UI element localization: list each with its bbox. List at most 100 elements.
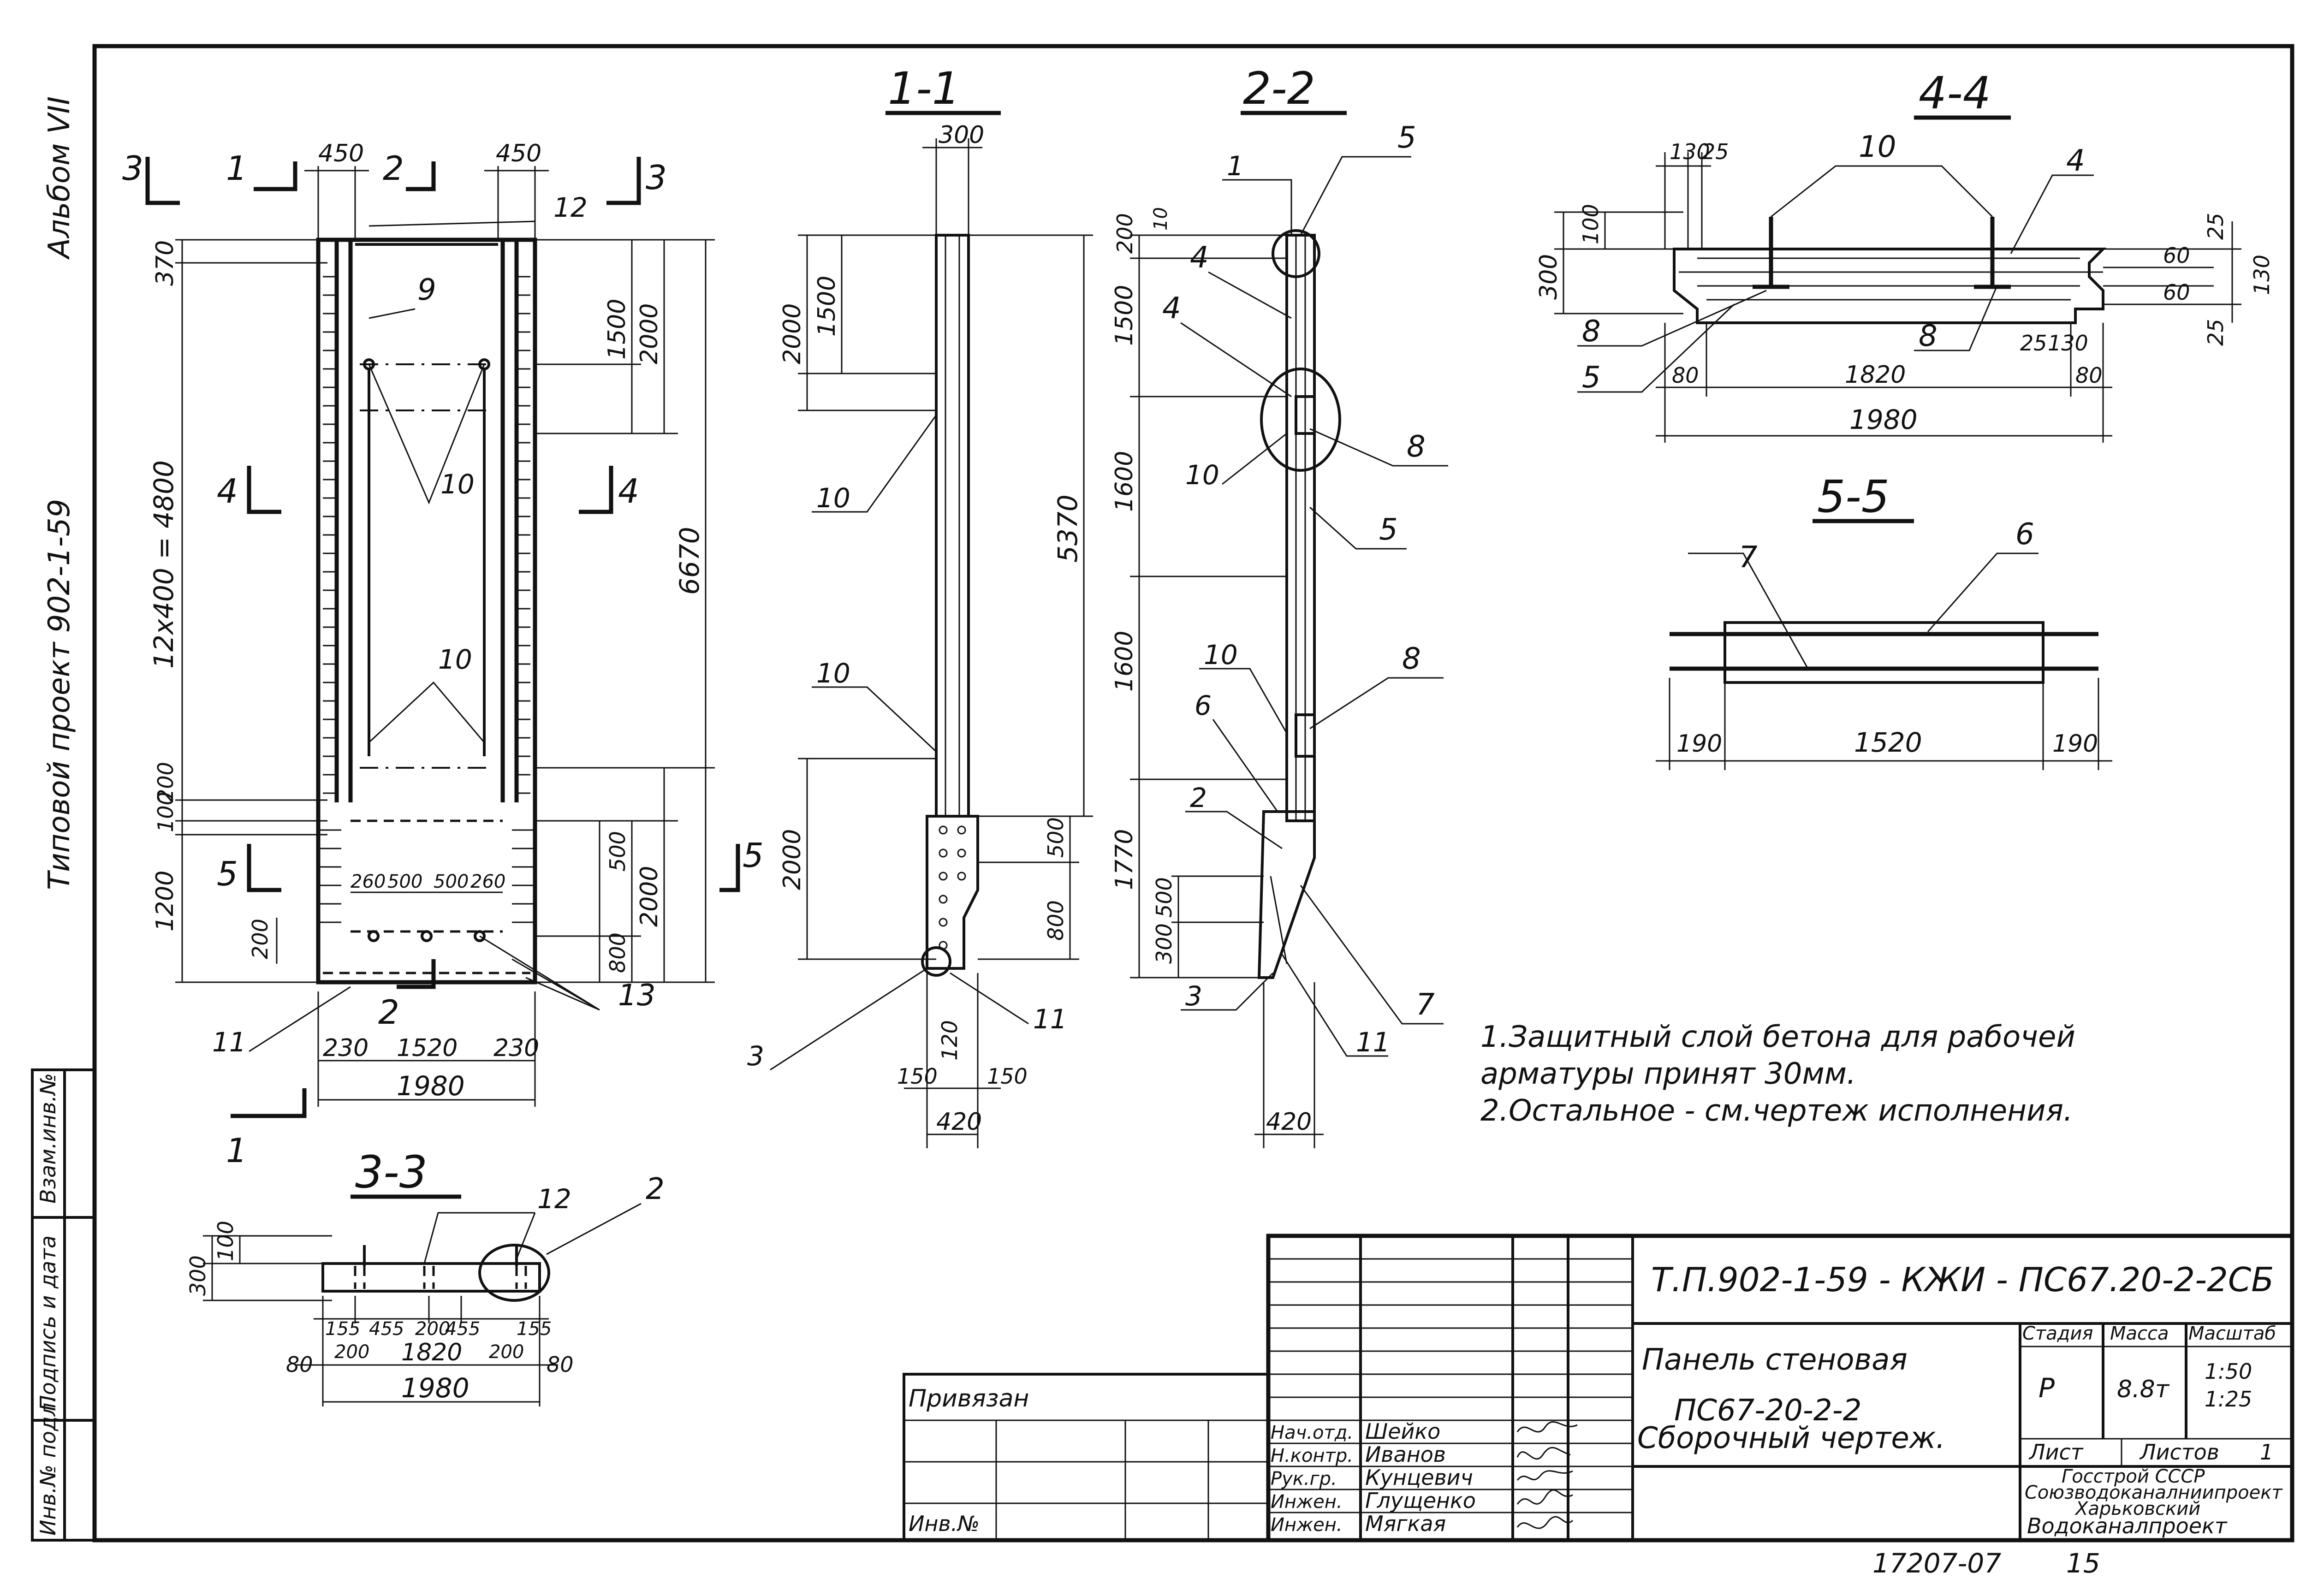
s44-dim-25-bottom: 25 bbox=[2020, 331, 2047, 356]
section-2-2: 2-2 200 10 1500 1600 1600 1770 500 300 4… bbox=[1111, 63, 1448, 1148]
s11-dim-420: 420 bbox=[936, 1108, 982, 1136]
s33-dim-1980: 1980 bbox=[401, 1372, 470, 1404]
name-2: Иванов bbox=[1365, 1442, 1446, 1467]
s33-dim-80-right: 80 bbox=[547, 1352, 574, 1377]
section-4-4: 4-4 130 25 100 300 25 60 60 130 25 bbox=[1535, 67, 2274, 443]
s44-leader-5: 5 bbox=[1582, 361, 1601, 395]
s22-dim-200: 200 bbox=[1112, 213, 1137, 254]
s22-dim-1600-b: 1600 bbox=[1111, 631, 1138, 692]
s22-leader-10-b: 10 bbox=[1204, 639, 1238, 670]
section-5-5: 5-5 190 1520 190 7 6 bbox=[1656, 471, 2112, 770]
section-3-3: 3-3 100 300 155 455 200 455 155 200 200 … bbox=[185, 1146, 665, 1406]
s33-dim-300: 300 bbox=[185, 1255, 210, 1296]
role-5: Инжен. bbox=[1271, 1514, 1343, 1536]
sheet-label: Лист bbox=[2028, 1440, 2084, 1465]
title-block: Привязан Инв.№ Нач.отд. Н.контр. Рук.гр.… bbox=[903, 1234, 2294, 1543]
s11-cut-mark-5: 5 bbox=[743, 836, 764, 875]
signature-4 bbox=[1516, 1489, 1573, 1505]
s44-dim-130-bottom: 130 bbox=[2048, 331, 2088, 356]
plan-dim-500-b: 500 bbox=[434, 871, 469, 892]
plan-dim-370: 370 bbox=[151, 240, 179, 286]
cut-mark-5-left: 5 bbox=[217, 854, 238, 893]
scale-header: Масштаб bbox=[2188, 1323, 2276, 1344]
s44-dim-25-top: 25 bbox=[1702, 139, 1729, 164]
plan-dim-1200: 1200 bbox=[151, 871, 179, 931]
s11-leader-11: 11 bbox=[1033, 1003, 1067, 1035]
s44-leader-4: 4 bbox=[2066, 144, 2085, 178]
note-line-1: 1.Защитный слой бетона для рабочей bbox=[1480, 1020, 2075, 1054]
drawing-name-1: Панель стеновая bbox=[1642, 1343, 1908, 1377]
s11-leader-10-upper: 10 bbox=[816, 482, 850, 514]
s33-dim-100: 100 bbox=[213, 1221, 238, 1261]
role-2: Н.контр. bbox=[1271, 1445, 1353, 1466]
s11-dim-2000-bottom: 2000 bbox=[779, 829, 806, 890]
cut-mark-4-left: 4 bbox=[217, 472, 238, 510]
cut-mark-1-bottom: 1 bbox=[226, 1131, 247, 1170]
s33-leader-12: 12 bbox=[537, 1183, 571, 1215]
plan-leader-10-lower: 10 bbox=[438, 644, 472, 675]
section-3-3-title: 3-3 bbox=[355, 1146, 428, 1198]
name-4: Глущенко bbox=[1365, 1488, 1476, 1513]
section-2-2-title: 2-2 bbox=[1243, 63, 1315, 114]
cut-mark-1-top: 1 bbox=[226, 149, 247, 188]
note-line-3: 2.Остальное - см.чертеж исполнения. bbox=[1480, 1094, 2073, 1128]
s11-dim-5370: 5370 bbox=[1052, 494, 1083, 563]
s22-leader-10-a: 10 bbox=[1185, 459, 1219, 491]
s33-dim-155-right: 155 bbox=[517, 1318, 552, 1340]
strip-cell-original-inv: Инв.№ подл. bbox=[36, 1396, 60, 1536]
s22-dim-1600-a: 1600 bbox=[1111, 451, 1138, 512]
scale-value-1: 1:50 bbox=[2205, 1359, 2252, 1384]
plan-dim-260-right: 260 bbox=[470, 871, 505, 892]
plan-leader-11: 11 bbox=[212, 1026, 246, 1058]
drawing-name-3: Сборочный чертеж. bbox=[1637, 1421, 1945, 1455]
s22-leader-2: 2 bbox=[1190, 782, 1207, 813]
scale-value-2: 1:25 bbox=[2205, 1387, 2252, 1412]
sheets-count: 1 bbox=[2260, 1440, 2273, 1465]
approval-strip: Взам.инв.№ Подпись и дата Инв.№ подл. bbox=[31, 1068, 96, 1542]
plan-dim-450-right: 450 bbox=[496, 140, 541, 167]
s44-dim-1980: 1980 bbox=[1849, 404, 1918, 435]
footer-number: 17207-07 bbox=[1872, 1548, 2001, 1579]
s22-leader-4-a: 4 bbox=[1190, 241, 1209, 275]
section-1-1: 1-1 300 2000 1500 2000 5370 500 bbox=[719, 63, 1093, 1148]
notes-block: 1.Защитный слой бетона для рабочей армат… bbox=[1480, 1020, 2075, 1128]
album-label: Альбом VII bbox=[42, 96, 77, 260]
mass-value: 8.8т bbox=[2117, 1376, 2170, 1403]
signature-5 bbox=[1516, 1516, 1574, 1529]
s44-dim-80-right: 80 bbox=[2075, 363, 2103, 388]
strip-cell-signature: Подпись и дата bbox=[36, 1235, 60, 1411]
s22-dim-1770: 1770 bbox=[1111, 829, 1138, 890]
s11-dim-150-right: 150 bbox=[987, 1064, 1028, 1089]
s33-leader-2: 2 bbox=[646, 1172, 665, 1206]
plan-dim-500: 500 bbox=[605, 831, 630, 872]
name-1: Шейко bbox=[1365, 1419, 1440, 1444]
s44-leader-8-right: 8 bbox=[1919, 319, 1938, 353]
plan-leader-13: 13 bbox=[618, 979, 655, 1013]
s55-leader-7: 7 bbox=[1739, 540, 1758, 575]
plan-leader-10-upper: 10 bbox=[440, 469, 475, 500]
section-4-4-title: 4-4 bbox=[1919, 67, 1991, 119]
s22-dim-10: 10 bbox=[1150, 207, 1171, 231]
s22-leader-8-low: 8 bbox=[1402, 642, 1421, 676]
org-line-4: Водоканалпроект bbox=[2027, 1513, 2228, 1538]
drawing-name-2: ПС67-20-2-2 bbox=[1674, 1394, 1861, 1428]
s33-dim-200-right: 200 bbox=[489, 1341, 524, 1363]
plan-dim-230-right: 230 bbox=[493, 1034, 539, 1062]
cut-mark-2-bottom: 2 bbox=[378, 993, 399, 1032]
plan-dim-100: 100 bbox=[153, 792, 178, 832]
s33-dim-155-left: 155 bbox=[325, 1318, 360, 1340]
org-line-2: Союзводоканалниипроект bbox=[2025, 1482, 2283, 1503]
s44-dim-1820: 1820 bbox=[1845, 361, 1906, 389]
inv-label: Инв.№ bbox=[909, 1511, 980, 1536]
signature-2 bbox=[1516, 1447, 1571, 1460]
s33-dim-455-left: 455 bbox=[369, 1318, 404, 1340]
s44-dim-100: 100 bbox=[1578, 204, 1603, 244]
s55-dim-190-left: 190 bbox=[1676, 730, 1722, 758]
s22-dim-500: 500 bbox=[1152, 877, 1177, 918]
s22-leader-8-top: 8 bbox=[1407, 430, 1426, 464]
s22-dim-1500: 1500 bbox=[1111, 285, 1138, 346]
s22-leader-6: 6 bbox=[1195, 690, 1212, 721]
s11-dim-1500: 1500 bbox=[813, 276, 841, 337]
s11-dim-120: 120 bbox=[937, 1020, 962, 1061]
